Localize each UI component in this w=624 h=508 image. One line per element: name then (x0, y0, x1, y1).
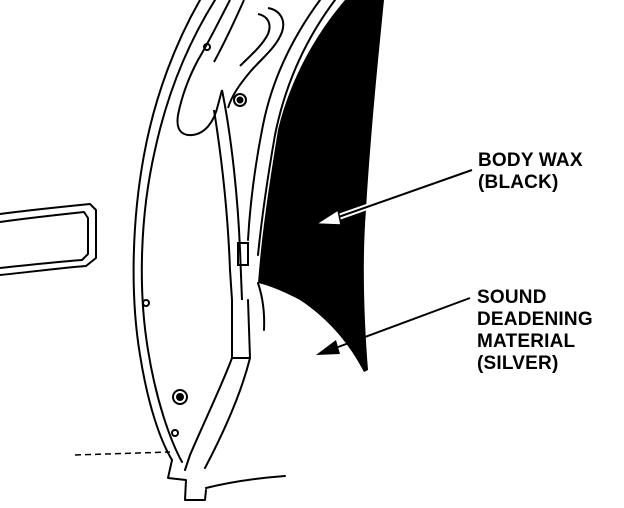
body-wax-arrow (313, 167, 473, 226)
bolt-upper (233, 93, 247, 107)
panel-outline (132, 0, 336, 501)
sound-deadening-arrow (316, 297, 471, 355)
body-wax-label: BODY WAX (BLACK) (478, 150, 583, 194)
sound-deadening-label-line-1: SOUND (477, 287, 547, 308)
body-wax-label-line-1: BODY WAX (478, 150, 583, 171)
sound-deadening-label-line-2: DEADENING (477, 309, 593, 330)
body-lines (74, 451, 171, 456)
body-wax-region (258, 0, 384, 372)
sound-deadening-label-line-4: (SILVER) (477, 353, 559, 374)
bolt-lower (172, 389, 188, 405)
door-handle (0, 203, 97, 276)
sound-deadening-label: SOUND DEADENING MATERIAL (SILVER) (477, 287, 593, 375)
body-wax-label-line-2: (BLACK) (478, 172, 559, 193)
clip-tab (237, 242, 249, 266)
sound-deadening-label-line-3: MATERIAL (477, 331, 576, 352)
fasteners (142, 43, 249, 437)
